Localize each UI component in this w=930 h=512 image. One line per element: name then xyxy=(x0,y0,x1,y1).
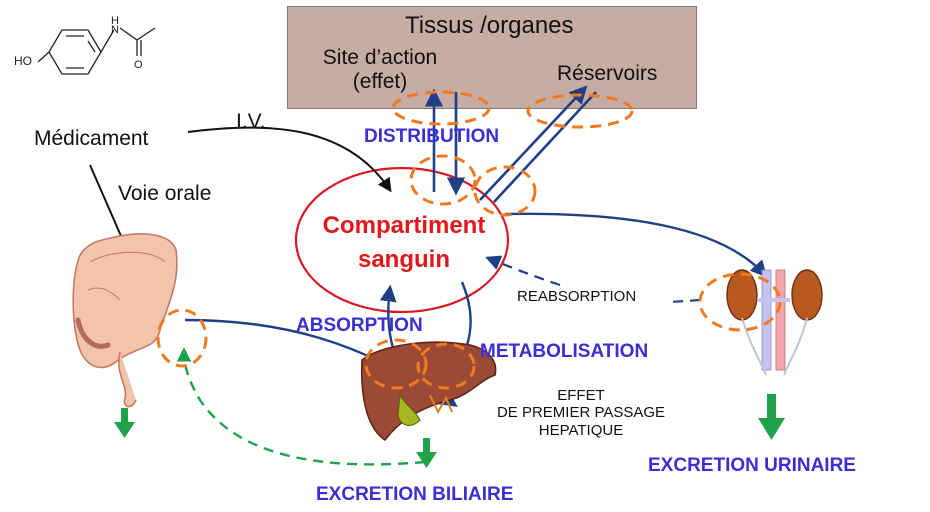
organs-box xyxy=(287,6,697,109)
molecule-n-label: H xyxy=(111,15,119,27)
metabolisation-label: METABOLISATION xyxy=(480,341,649,362)
paracetamol-molecule xyxy=(37,27,156,75)
molecule-ho-label: HO xyxy=(14,54,32,68)
green-arrow-urine xyxy=(758,394,785,440)
highlight-site-action xyxy=(391,90,491,126)
distribution-label: DISTRIBUTION xyxy=(364,126,500,147)
first-pass-line1: EFFET xyxy=(557,387,605,404)
molecule-n-atom: N xyxy=(111,24,119,36)
reabsorption-label: REABSORPTION xyxy=(517,288,637,305)
reabsorption-arrow xyxy=(488,258,701,304)
highlight-kidney xyxy=(698,272,782,332)
molecule-o-atom: O xyxy=(134,59,143,71)
highlight-reservoirs xyxy=(526,93,634,129)
green-arrow-intestine xyxy=(114,408,135,438)
kidneys-illustration xyxy=(726,269,823,376)
enterohepatic-arrow xyxy=(176,347,426,466)
reservoirs-label: Réservoirs xyxy=(557,62,658,85)
blood-compartment-label: Compartiment sanguin xyxy=(304,212,504,273)
green-down-arrows xyxy=(114,394,785,468)
iv-arrow xyxy=(187,126,392,193)
liver-to-blood-arrow xyxy=(379,284,397,349)
urinary-excretion-label: EXCRETION URINAIRE xyxy=(648,455,856,476)
absorption-label: ABSORPTION xyxy=(296,315,423,336)
highlight-intestine xyxy=(156,308,208,368)
blood-compartment-line1: Compartiment xyxy=(322,212,486,239)
blood-to-kidney-arrow xyxy=(504,212,768,278)
first-pass-line3: HEPATIQUE xyxy=(538,421,624,439)
blood-compartment-line2: sanguin xyxy=(357,245,450,273)
highlight-ellipses xyxy=(156,90,782,390)
site-action-line1: Site d’action xyxy=(322,46,438,69)
oral-route-label: Voie orale xyxy=(118,182,212,205)
highlight-liver-left xyxy=(364,338,428,390)
biliary-excretion-label: EXCRETION BILIAIRE xyxy=(316,484,514,505)
highlight-liver-right xyxy=(416,342,476,390)
green-arrow-bile xyxy=(416,438,437,468)
reservoir-arrow-down xyxy=(493,91,597,203)
first-pass-effect-label: EFFET DE PREMIER PASSAGE HEPATIQUE xyxy=(476,387,686,439)
reservoir-arrow-up xyxy=(479,85,588,201)
highlight-blood-distribution xyxy=(409,154,477,206)
drug-label: Médicament xyxy=(34,127,149,150)
site-action-line2: (effet) xyxy=(352,70,408,94)
iv-label: I.V. xyxy=(236,110,266,133)
blood-compartment-ellipse xyxy=(294,166,510,314)
first-pass-line2: DE PREMIER PASSAGE xyxy=(496,404,666,422)
intestine-illustration xyxy=(72,233,178,408)
organs-title: Tissus /organes xyxy=(405,12,574,39)
highlight-blood-reservoirs xyxy=(473,165,537,217)
site-action-label: Site d’action (effet) xyxy=(305,46,455,94)
liver-illustration xyxy=(360,341,497,442)
